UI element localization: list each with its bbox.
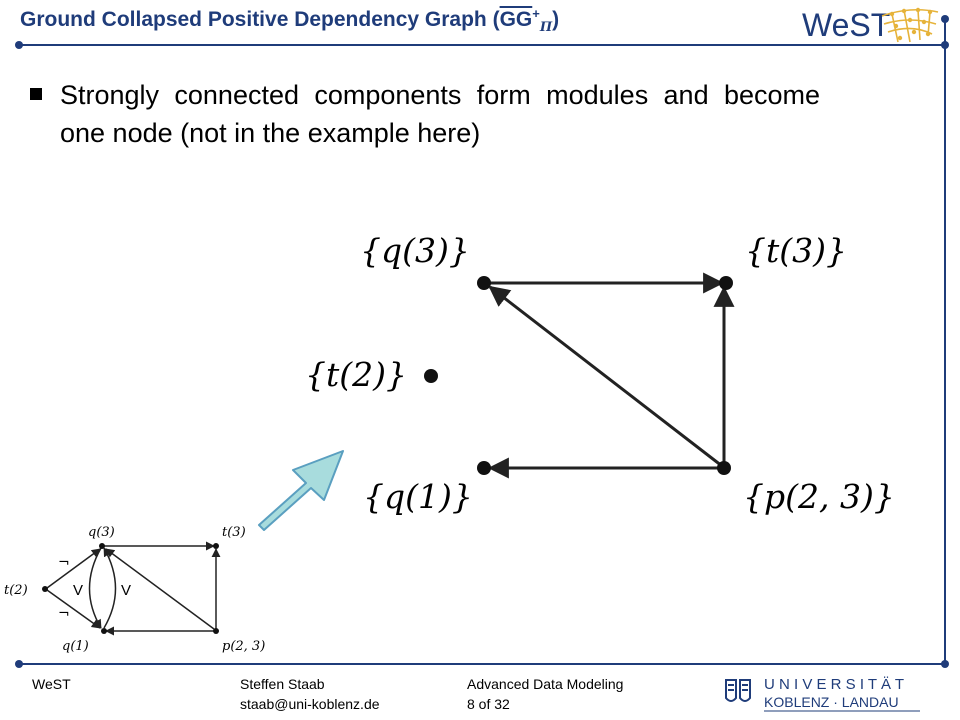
slide-title: Ground Collapsed Positive Dependency Gra… [20,6,559,35]
right-rule [944,20,946,665]
node-t2 [424,369,438,383]
label-t3: {t(3)} [745,231,847,270]
footer-author: Steffen Staab staab@uni-koblenz.de [240,674,380,714]
title-gg: GG [499,8,533,31]
title-main: Ground Collapsed Positive Dependency Gra… [20,8,500,31]
small-node-q1 [101,628,107,634]
university-line1: U N I V E R S I T Ä T [764,676,904,693]
footer-author-email: staab@uni-koblenz.de [240,696,380,712]
title-sup: + [532,6,540,21]
title-sub: Π [539,20,553,36]
footer-course-name: Advanced Data Modeling [467,676,624,692]
frame-dot-footer-right [941,660,949,668]
small-label-q3: q(3) [88,525,115,540]
footer-course: Advanced Data Modeling 8 of 32 [467,674,623,714]
label-q3: {q(3)} [360,231,470,270]
bullet-text: Strongly connected components form modul… [60,80,820,148]
small-label-t2: t(2) [4,583,28,598]
footer-org: WeST [32,676,71,692]
small-node-t3 [213,543,219,549]
node-t3 [719,276,733,290]
small-node-t2 [42,586,48,592]
node-q1 [477,461,491,475]
bullet-item: Strongly connected components form modul… [30,76,820,152]
frame-dot-header-left [15,41,23,49]
small-neg-lower: ¬ [58,606,70,622]
west-logo-text: WeST [802,7,890,43]
university-line2: KOBLENZ · LANDAU [764,694,899,710]
header-rule [20,44,945,46]
small-or-right: V [121,582,131,599]
university-logo: U N I V E R S I T Ä T KOBLENZ · LANDAU [725,676,920,712]
small-label-q1: q(1) [62,639,89,654]
small-neg-upper: ¬ [58,555,70,571]
label-t2: {t(2)} [305,355,407,394]
footer-rule [20,663,945,665]
frame-dot-header-right [941,41,949,49]
edge-p23-q3 [488,285,723,468]
small-edge-t2-q3 [46,548,101,589]
university-crest-icon [725,679,751,702]
label-q1: {q(1)} [363,477,473,516]
label-p23: {p(2, 3)} [743,477,895,516]
footer-page-number: 8 of 32 [467,696,510,712]
title-close: ) [552,8,560,31]
small-edge-t2-q1 [46,589,101,629]
small-edge-q3-q1 [88,547,102,629]
west-logo: WeST [802,7,939,43]
frame-dot-top-right [941,15,949,23]
small-node-q3 [99,543,105,549]
small-edge-p23-q3 [105,548,215,630]
frame-dot-footer-left [15,660,23,668]
node-q3 [477,276,491,290]
small-label-t3: t(3) [222,525,246,540]
small-or-left: V [73,582,83,599]
original-graph: q(3) t(3) t(2) q(1) p(2, 3) ¬ ¬ V V [4,525,265,654]
bullet-square-icon [30,88,42,100]
footer-author-name: Steffen Staab [240,676,325,692]
small-node-p23 [213,628,219,634]
small-edge-q1-q3 [103,547,117,629]
transition-arrow-icon [258,450,344,531]
small-label-p23: p(2, 3) [222,639,265,654]
node-p23 [717,461,731,475]
